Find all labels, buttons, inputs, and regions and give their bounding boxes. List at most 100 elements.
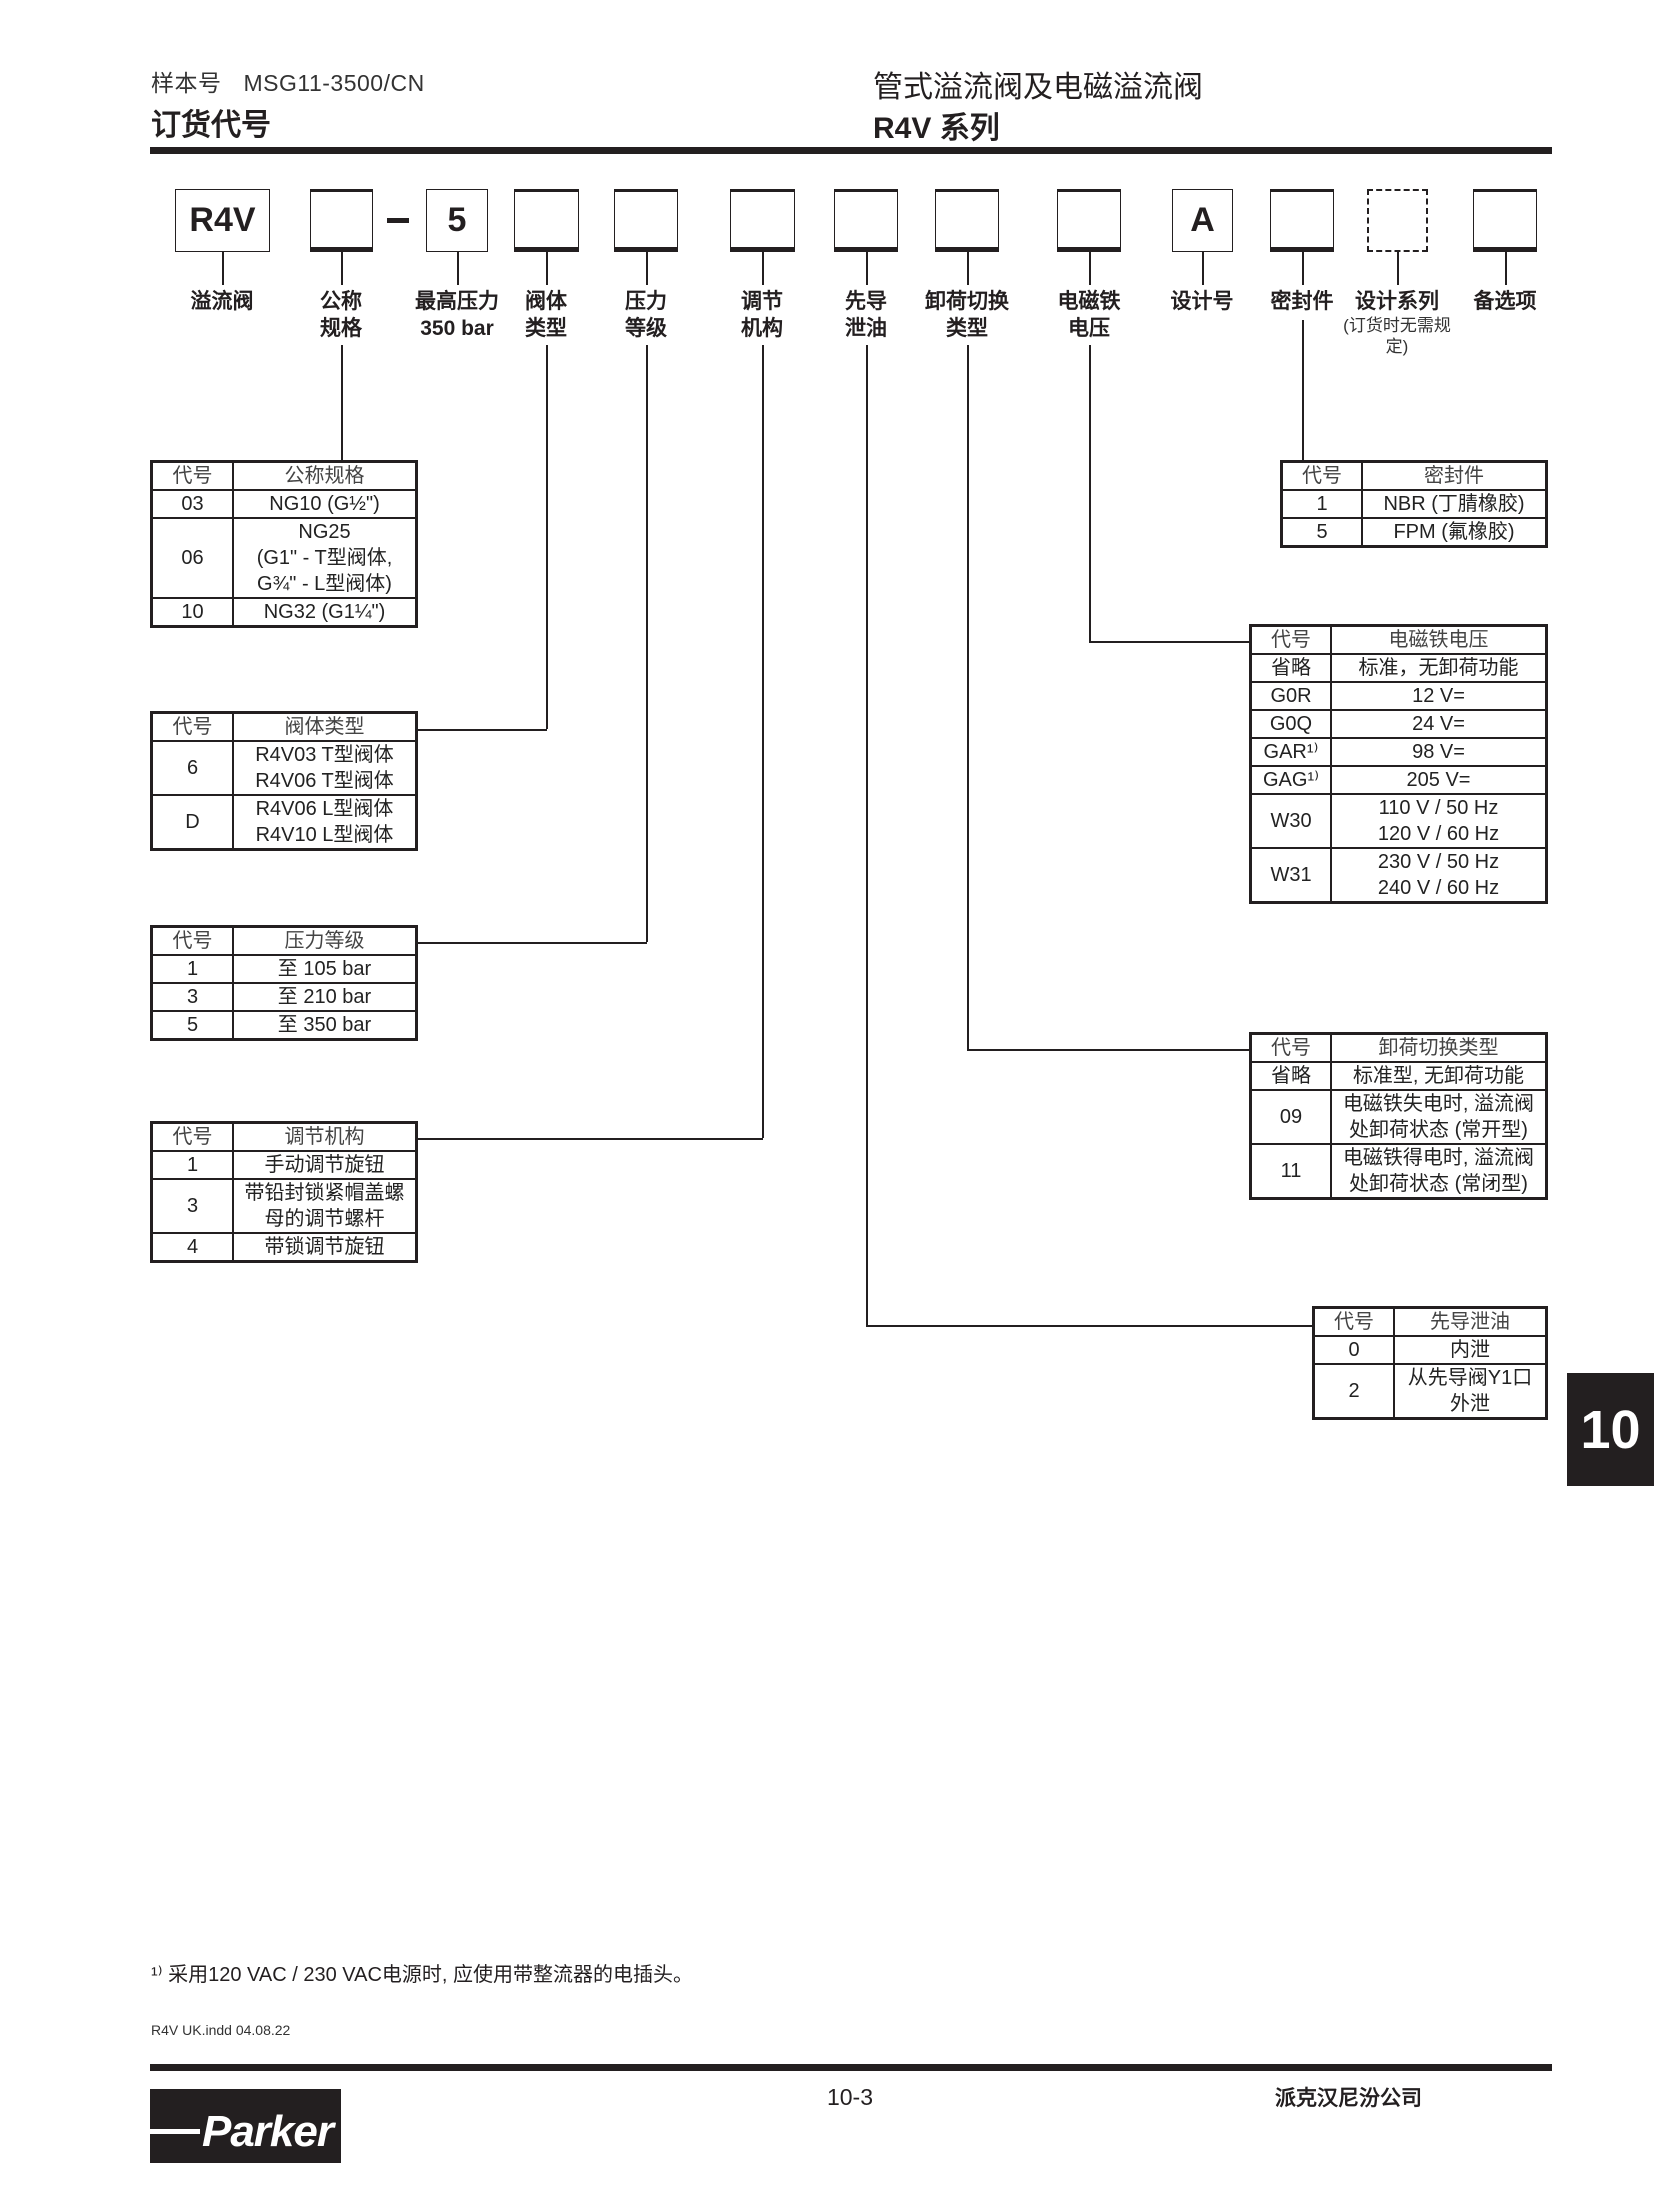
code-label-2: 最高压力 350 bar [392, 288, 522, 342]
code-cell: GAR¹⁾ [1249, 737, 1332, 767]
box-tick [866, 252, 868, 285]
label-line: 卸荷切换 [925, 290, 1009, 313]
code-cell: 1 [150, 1150, 234, 1180]
description-cell: 205 V= [1330, 765, 1548, 795]
code-cell: 5 [1280, 517, 1363, 548]
code-box-12 [1473, 189, 1537, 252]
table-header: 代号卸荷切换类型 [1249, 1032, 1548, 1063]
table-header: 代号密封件 [1280, 460, 1548, 491]
box-tick [1505, 252, 1507, 285]
code-cell: W31 [1249, 847, 1332, 904]
description-cell: 阀体类型 [232, 711, 418, 742]
code-cell: 3 [150, 982, 234, 1012]
table-header: 代号先导泄油 [1312, 1306, 1548, 1337]
description-cell: 电磁铁得电时, 溢流阀 处卸荷状态 (常闭型) [1330, 1143, 1548, 1200]
logo-text: Parker [201, 2107, 334, 2156]
code-label-1: 公称规格 [276, 288, 406, 342]
table-header: 代号电磁铁电压 [1249, 624, 1548, 655]
description-cell: 带锁调节旋钮 [232, 1232, 418, 1263]
label-line: 最高压力 [415, 290, 499, 313]
label-line: 机构 [741, 317, 783, 340]
label-line: 设计系列 [1355, 290, 1439, 313]
code-cell: G0R [1249, 681, 1332, 711]
table-row: 省略标准型, 无卸荷功能 [1249, 1061, 1548, 1091]
section-title: 订货代号 [151, 109, 271, 142]
label-line: 电压 [1068, 317, 1110, 340]
code-cell: W30 [1249, 793, 1332, 849]
code-label-6: 先导泄油 [801, 288, 931, 342]
table-header: 代号压力等级 [150, 925, 418, 956]
code-box-9: A [1172, 189, 1233, 252]
company-name: 派克汉尼汾公司 [1275, 2087, 1422, 2110]
box-tick [222, 252, 224, 285]
code-label-0: 溢流阀 [157, 288, 287, 315]
connector-voltage [1089, 345, 1091, 641]
code-label-3: 阀体类型 [481, 288, 611, 342]
code-box-7 [935, 189, 999, 252]
description-cell: 110 V / 50 Hz 120 V / 60 Hz [1330, 793, 1548, 849]
code-box-4 [614, 189, 678, 252]
code-cell: 11 [1249, 1143, 1332, 1200]
code-cell: 代号 [1249, 624, 1332, 655]
code-box-6 [834, 189, 898, 252]
label-line: 350 bar [420, 317, 494, 340]
code-cell: 6 [150, 740, 234, 796]
table-header: 代号阀体类型 [150, 711, 418, 742]
description-cell: 压力等级 [232, 925, 418, 956]
code-cell: 代号 [1312, 1306, 1395, 1337]
table-header: 代号公称规格 [150, 460, 418, 491]
description-cell: 带铅封锁紧帽盖螺 母的调节螺杆 [232, 1178, 418, 1234]
box-tick [967, 252, 969, 285]
code-cell: 代号 [1280, 460, 1363, 491]
label-line: 先导 [845, 290, 887, 313]
description-cell: 密封件 [1361, 460, 1548, 491]
code-cell: 3 [150, 1178, 234, 1234]
code-label-11: 设计系列(订货时无需规定) [1332, 288, 1462, 357]
description-cell: 12 V= [1330, 681, 1548, 711]
description-cell: 至 105 bar [232, 954, 418, 984]
code-cell: 2 [1312, 1363, 1395, 1420]
label-line: 类型 [525, 317, 567, 340]
description-cell: NG25 (G1" - T型阀体, G¾" - L型阀体) [232, 517, 418, 599]
chapter-tab[interactable]: 10 [1567, 1373, 1654, 1486]
label-line: 泄油 [845, 317, 887, 340]
description-cell: 标准型, 无卸荷功能 [1330, 1061, 1548, 1091]
label-line: 调节 [741, 290, 783, 313]
code-cell: 4 [150, 1232, 234, 1263]
code-label-9: 设计号 [1137, 288, 1267, 315]
code-dash [387, 218, 409, 223]
connector-drain [866, 345, 868, 1325]
description-cell: 先导泄油 [1393, 1306, 1548, 1337]
code-box-8 [1057, 189, 1121, 252]
code-cell: 1 [1280, 489, 1363, 519]
code-cell: 代号 [150, 925, 234, 956]
code-box-0: R4V [175, 189, 270, 252]
connector-size [341, 345, 343, 460]
connector-body-h [418, 729, 547, 731]
label-line: 设计号 [1170, 290, 1234, 313]
box-tick [457, 252, 459, 285]
description-cell: FPM (氟橡胶) [1361, 517, 1548, 548]
code-box-10 [1270, 189, 1334, 252]
code-cell: D [150, 794, 234, 851]
connector-unload [967, 345, 969, 1049]
code-label-7: 卸荷切换类型 [902, 288, 1032, 342]
